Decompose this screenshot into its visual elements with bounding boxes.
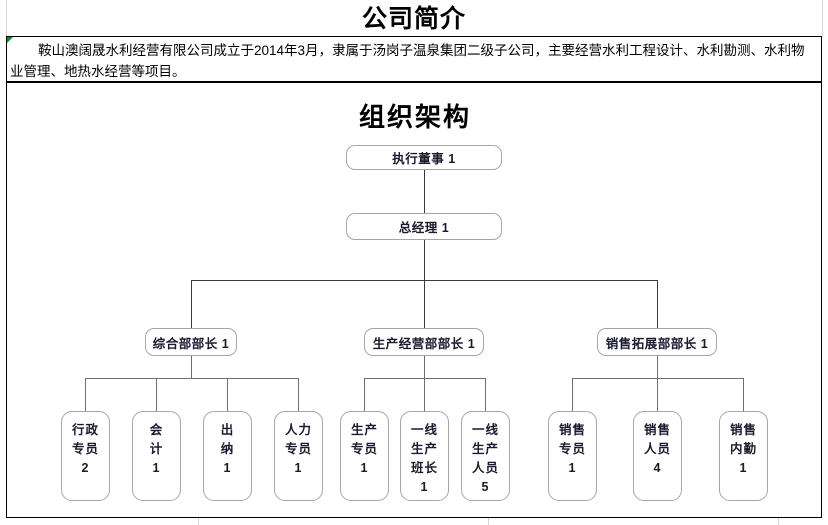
org-node-line: 生产 [471, 442, 499, 456]
org-node-hr-specialist[interactable]: 人力 专员 1 [274, 411, 323, 501]
connector-dept2-drop-3 [485, 378, 487, 411]
org-node-general-affairs-head[interactable]: 综合部部长 1 [145, 328, 237, 356]
connector-bus-to-dept-2 [424, 280, 426, 328]
grid-column-line [198, 518, 199, 525]
org-node-line: 销售 [729, 423, 757, 437]
company-intro-cell: 鞍山澳阔晟水利经营有限公司成立于2014年3月，隶属于汤岗子温泉集团二级子公司，… [6, 36, 822, 82]
org-node-sales-development-head[interactable]: 销售拓展部部长 1 [597, 328, 717, 356]
org-node-line: 专员 [284, 442, 312, 456]
org-node-line: 班长 [410, 461, 438, 475]
grid-column-line [778, 518, 779, 525]
org-node-label: 综合部部长 1 [152, 336, 230, 351]
org-node-line: 销售 [558, 423, 586, 437]
org-node-line: 生产 [350, 423, 378, 437]
grid-column-line [6, 0, 7, 36]
connector-dept1-drop-3 [227, 378, 229, 411]
org-node-sales-support[interactable]: 销售 内勤 1 [719, 411, 768, 501]
org-node-sales-staff[interactable]: 销售 人员 4 [633, 411, 682, 501]
org-node-line: 专员 [350, 442, 378, 456]
org-node-production-specialist[interactable]: 生产 专员 1 [340, 411, 389, 501]
org-node-line: 行政 [71, 423, 99, 437]
org-node-count: 1 [739, 461, 748, 475]
connector-dept3-drop-2 [657, 378, 659, 411]
org-node-line: 出 [220, 423, 235, 437]
org-node-label: 执行董事 1 [392, 152, 456, 166]
org-node-label: 总经理 1 [398, 221, 450, 235]
org-node-general-manager[interactable]: 总经理 1 [346, 213, 502, 240]
org-node-count: 4 [653, 461, 662, 475]
company-intro-text: 鞍山澳阔晟水利经营有限公司成立于2014年3月，隶属于汤岗子温泉集团二级子公司，… [10, 43, 805, 79]
connector-dept1-stem [191, 356, 193, 378]
org-node-line: 生产 [410, 442, 438, 456]
org-node-line: 人力 [284, 423, 312, 437]
connector-dept2-stem [424, 356, 426, 378]
org-node-accountant[interactable]: 会 计 1 [132, 411, 181, 501]
org-node-count: 2 [81, 461, 90, 475]
connector-dept1-bus [85, 378, 298, 380]
org-node-sales-specialist[interactable]: 销售 专员 1 [548, 411, 597, 501]
org-node-label: 销售拓展部部长 1 [605, 336, 709, 351]
grid-column-line [488, 518, 489, 525]
section-title-org-structure: 组织架构 [358, 103, 471, 133]
org-node-line: 纳 [220, 442, 235, 456]
org-node-count: 1 [294, 461, 303, 475]
connector-gm-trunk [424, 239, 426, 280]
org-node-line: 专员 [71, 442, 99, 456]
org-node-frontline-production-worker[interactable]: 一线 生产 人员 5 [461, 411, 510, 501]
org-node-count: 1 [152, 461, 161, 475]
org-node-count: 1 [223, 461, 232, 475]
org-node-line: 计 [149, 442, 164, 456]
connector-dept2-drop-1 [364, 378, 366, 411]
org-node-administrative-specialist[interactable]: 行政 专员 2 [61, 411, 110, 501]
connector-dept1-drop-4 [298, 378, 300, 411]
org-node-line: 人员 [643, 442, 671, 456]
org-node-line: 人员 [471, 461, 499, 475]
org-node-count: 1 [568, 461, 577, 475]
connector-dept3-drop-3 [743, 378, 745, 411]
org-node-line: 销售 [643, 423, 671, 437]
connector-dept3-drop-1 [572, 378, 574, 411]
org-node-line: 内勤 [729, 442, 757, 456]
connector-bus-to-dept-1 [191, 280, 193, 328]
connector-director-to-gm [424, 169, 426, 213]
org-chart-cell: 组织架构 [6, 82, 822, 518]
org-node-count: 1 [420, 480, 429, 494]
connector-dept3-stem [657, 356, 659, 378]
connector-bus-to-dept-3 [657, 280, 659, 328]
org-chart-canvas: 执行董事 1 总经理 1 综合部部长 1 生产经营部部长 1 销售拓展部部长 1… [7, 83, 823, 519]
org-node-label: 生产经营部部长 1 [372, 336, 476, 351]
grid-column-line [822, 0, 823, 36]
org-node-line: 一线 [471, 423, 499, 437]
cell-error-marker-icon [7, 37, 13, 43]
org-node-count: 1 [360, 461, 369, 475]
org-node-production-operations-head[interactable]: 生产经营部部长 1 [364, 328, 484, 356]
org-node-count: 5 [481, 480, 490, 494]
org-node-line: 专员 [558, 442, 586, 456]
org-node-frontline-production-foreman[interactable]: 一线 生产 班长 1 [400, 411, 449, 501]
org-node-cashier[interactable]: 出 纳 1 [203, 411, 252, 501]
org-node-executive-director[interactable]: 执行董事 1 [346, 145, 502, 170]
org-node-line: 一线 [410, 423, 438, 437]
section-title-company-profile: 公司简介 [361, 4, 466, 33]
connector-dept1-drop-1 [85, 378, 87, 411]
org-node-line: 会 [149, 423, 164, 437]
connector-dept1-drop-2 [156, 378, 158, 411]
connector-dept2-drop-2 [424, 378, 426, 411]
